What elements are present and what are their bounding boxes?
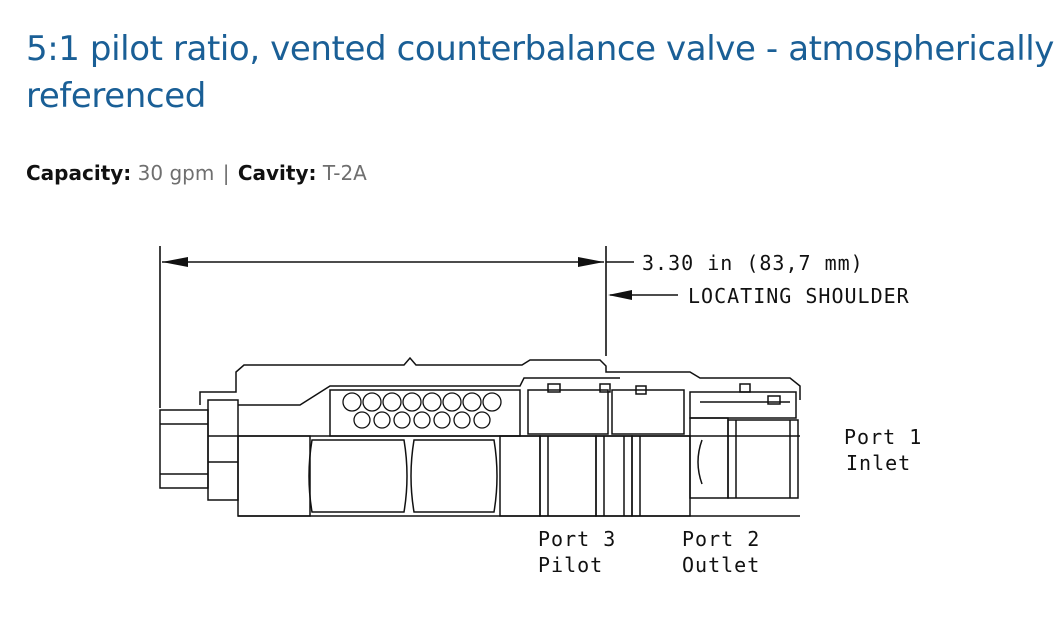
body-lobe-right [410,439,498,513]
product-title: 5:1 pilot ratio, vented counterbalance v… [26,29,1055,116]
inner-top-profile [238,377,620,406]
cavity-value: T-2A [322,161,367,185]
hex-nut [207,399,239,501]
capacity-label: Capacity: [26,161,132,185]
port1-description: Inlet [846,451,911,475]
shoulder-arrow [608,290,632,300]
valve-body [159,356,801,517]
spring-coils [342,392,502,429]
dimension-arrow-right [578,257,604,267]
port3-description: Pilot [538,553,603,577]
body-lobe-left [308,439,408,513]
capacity-value: 30 gpm [137,161,215,185]
product-specs: Capacity: 30 gpm | Cavity: T-2A [26,158,367,188]
housing-top-profile [199,356,801,405]
dimension-label: 3.30 in (83,7 mm) [642,251,864,275]
dimension-arrow-left [162,257,188,267]
port3-label: Port 3 [538,527,616,551]
spring-cage [329,389,521,437]
cavity-label: Cavity: [237,161,317,185]
spec-separator: | [222,161,230,185]
port1-label: Port 1 [844,425,922,449]
locating-shoulder-label: LOCATING SHOULDER [688,284,910,308]
port2-label: Port 2 [682,527,760,551]
port2-description: Outlet [682,553,760,577]
adjuster-stub [159,409,209,489]
